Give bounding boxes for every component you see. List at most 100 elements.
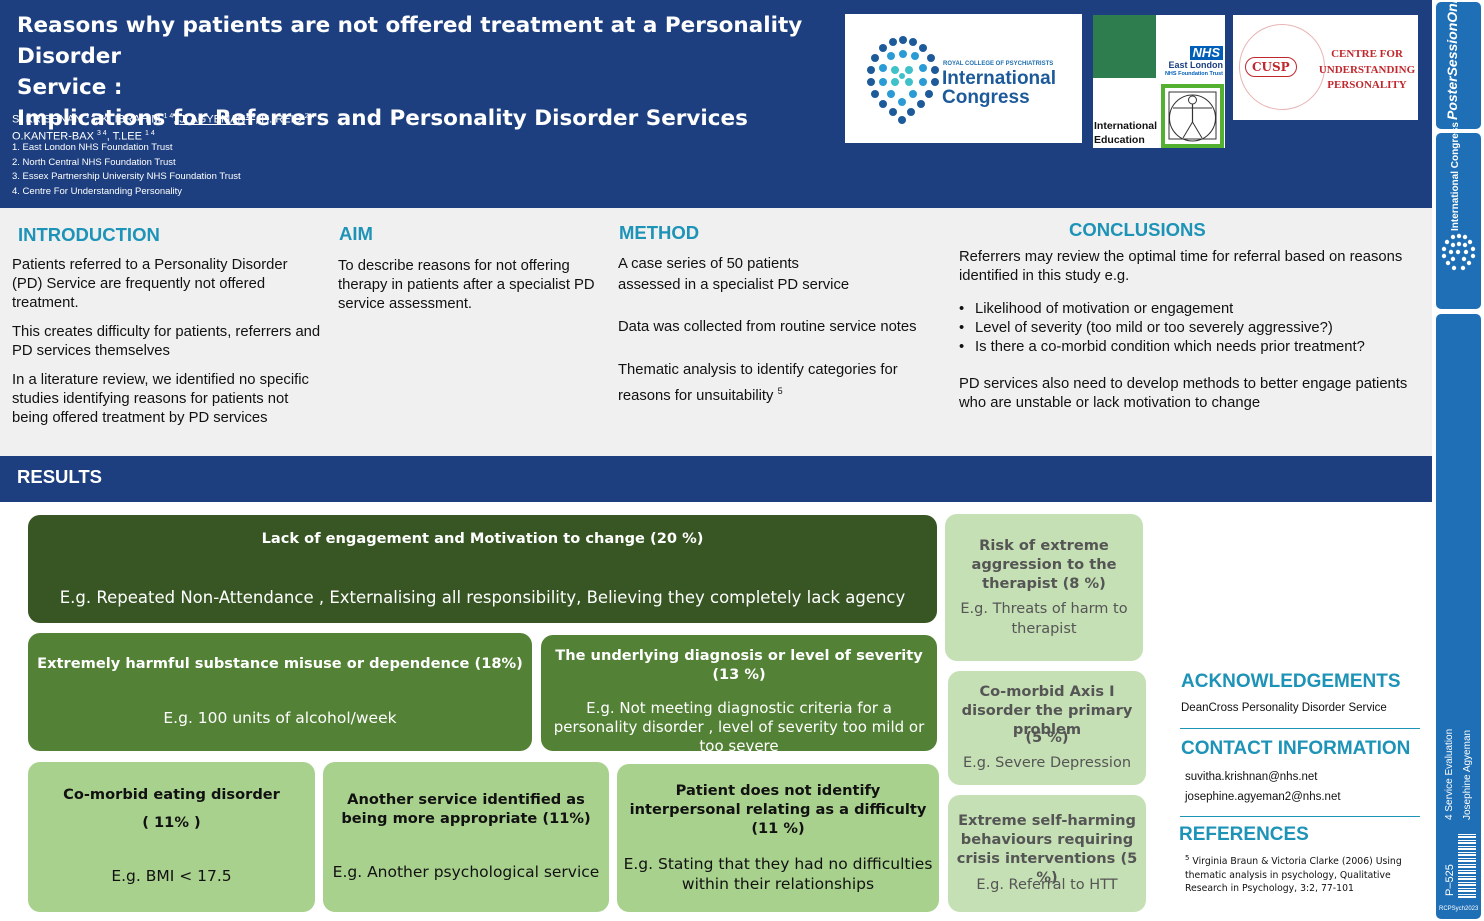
method-p3: Thematic analysis to identify categories…	[618, 362, 898, 404]
contact-heading: CONTACT INFORMATION	[1181, 738, 1411, 759]
cusp-abbr: CUSP	[1245, 57, 1297, 77]
result-box-another-service: Another service identified as being more…	[323, 762, 609, 912]
conclusions-heading: CONCLUSIONS	[1069, 219, 1206, 240]
result-example: E.g. Severe Depression	[962, 755, 1132, 771]
title-line-1: Reasons why patients are not offered tre…	[17, 13, 803, 69]
nhs-east-london-logo: NHS East London NHS Foundation Trust Int…	[1093, 15, 1225, 148]
author-kanter-bax: O.KANTER-BAX	[12, 130, 94, 143]
author-krishnan: S. KRISHNAN	[12, 113, 83, 126]
author-sup: 1 4	[163, 113, 174, 120]
reference-item: 5 Virginia Braun & Victoria Clarke (2006…	[1185, 852, 1415, 896]
cusp-full-name: CENTRE FOR UNDERSTANDING PERSONALITY	[1317, 47, 1417, 94]
result-title: Co-morbid Axis I disorder the primary pr…	[961, 683, 1133, 738]
affiliation-2: 2. North Central NHS Foundation Trust	[12, 156, 176, 168]
cusp-line-1: CENTRE FOR	[1331, 48, 1403, 60]
result-title: Patient does not identify interpersonal …	[629, 782, 927, 837]
result-box-interpersonal: Patient does not identify interpersonal …	[617, 764, 939, 912]
method-p1a: A case series of 50 patients	[618, 256, 799, 272]
affiliation-3: 3. Essex Partnership University NHS Foun…	[12, 171, 241, 183]
title-line-2: Service :	[17, 75, 123, 100]
reference-sup: 5	[1185, 854, 1190, 862]
aim-heading: AIM	[339, 223, 373, 244]
result-example: E.g. 100 units of alcohol/week	[163, 709, 397, 727]
method-p1b: assessed in a specialist PD service	[618, 277, 850, 293]
dotted-head-icon	[1441, 233, 1476, 271]
poster-header: Reasons why patients are not offered tre…	[0, 0, 1432, 208]
content-panel: INTRODUCTION Patients referred to a Pers…	[0, 208, 1432, 456]
author-reid: , H. REID	[255, 113, 302, 126]
ie-line-1: International	[1094, 120, 1158, 132]
nhs-trust-name: East London	[1168, 60, 1224, 70]
nhs-trust-subtitle: NHS Foundation Trust	[1164, 71, 1223, 77]
method-p2: Data was collected from routine service …	[618, 319, 917, 335]
brand-poster: Poster	[1444, 76, 1460, 120]
result-box-eating-disorder: Co-morbid eating disorder ( 11% ) E.g. B…	[28, 762, 315, 912]
contact-email-2[interactable]: josephine.agyeman2@nhs.net	[1185, 791, 1341, 803]
result-box-aggression: Risk of extreme aggression to the therap…	[945, 514, 1143, 661]
result-example: E.g. Not meeting diagnostic criteria for…	[553, 699, 925, 755]
author-sup: 1 4	[245, 113, 256, 120]
ie-line-2: Education	[1094, 134, 1145, 146]
congress-side-badge: International Congress	[1436, 122, 1481, 309]
title-line-3: Implications for Referrers and Personali…	[17, 106, 748, 131]
rcpsych-congress-logo: ROYAL COLLEGE OF PSYCHIATRISTS Internati…	[845, 14, 1082, 143]
result-box-substance: Extremely harmful substance misuse or de…	[28, 633, 532, 751]
authors: S. KRISHNAN 1 4, K. IBRAHIM 1 4, J. AGYE…	[12, 110, 372, 143]
dotted-head-icon	[867, 36, 939, 124]
result-title-percent: ( 11% )	[142, 814, 201, 831]
author-separator: ,	[173, 113, 180, 126]
result-example: E.g. Threats of harm to therapist	[960, 601, 1128, 637]
cusp-line-2: UNDERSTANDING	[1318, 63, 1416, 76]
poster-brand: PosterSessionOnline	[1444, 0, 1460, 120]
result-box-self-harm: Extreme self-harming behaviours requirin…	[948, 795, 1146, 912]
introduction-text: Patients referred to a Personality Disor…	[12, 256, 322, 438]
rcp-international: International	[942, 68, 1057, 89]
introduction-heading: INTRODUCTION	[18, 224, 160, 245]
author-ibrahim: , K. IBRAHIM	[95, 113, 161, 126]
author-agyeman: J. AGYEMAN	[179, 113, 246, 126]
barcode	[1458, 834, 1476, 898]
author-sup: 1 4	[145, 129, 155, 137]
side-congress-label: International Congress	[1450, 122, 1461, 231]
conclusions-bullet: Is there a co-morbid condition which nee…	[959, 338, 1419, 357]
result-title: Lack of engagement and Motivation to cha…	[261, 530, 704, 547]
result-example: E.g. Stating that they had no difficulti…	[623, 855, 933, 893]
result-title: Co-morbid eating disorder	[63, 786, 280, 803]
result-title: Extreme self-harming behaviours requirin…	[956, 812, 1138, 886]
international-education-text: International Education	[1094, 119, 1157, 147]
references-heading: REFERENCES	[1179, 824, 1309, 845]
brand-session-online: SessionOnline	[1444, 0, 1460, 77]
rcp-congress: Congress	[942, 87, 1030, 108]
result-title-percent: (5 %)	[1025, 729, 1069, 746]
conclusions-bullet: Level of severity (too mild or too sever…	[959, 319, 1419, 338]
section-divider	[1180, 728, 1420, 729]
author-sup: 3 4	[96, 129, 107, 137]
poster-info-side-panel: 4 Service Evaluation Josephine Agyeman P…	[1436, 314, 1481, 919]
author-sup: 2 4	[304, 113, 315, 120]
result-box-diagnosis: The underlying diagnosis or level of sev…	[541, 635, 937, 755]
affiliation-1: 1. East London NHS Foundation Trust	[12, 142, 173, 153]
author-separator: ,	[317, 113, 321, 126]
cusp-circle-icon	[1239, 24, 1325, 110]
result-example: E.g. Another psychological service	[332, 863, 600, 881]
contact-email-1[interactable]: suvitha.krishnan@nhs.net	[1185, 771, 1318, 783]
acknowledgements-text: DeanCross Personality Disorder Service	[1181, 702, 1387, 714]
section-divider	[1180, 816, 1420, 817]
side-code: RCPSych2023	[1439, 906, 1479, 912]
introduction-p1: Patients referred to a Personality Disor…	[12, 257, 288, 311]
method-heading: METHOD	[619, 222, 700, 243]
result-example: E.g. Repeated Non-Attendance , Externali…	[59, 588, 906, 607]
result-box-engagement: Lack of engagement and Motivation to cha…	[28, 515, 937, 623]
results-heading: RESULTS	[17, 466, 102, 487]
conclusions-bullet: Likelihood of motivation or engagement	[959, 300, 1419, 319]
cusp-line-3: PERSONALITY	[1327, 79, 1407, 91]
method-text: A case series of 50 patients assessed in…	[618, 254, 948, 407]
side-presenter: Josephine Agyeman	[1462, 729, 1473, 820]
author-sup: 1 4	[85, 113, 96, 120]
result-title: The underlying diagnosis or level of sev…	[555, 647, 923, 683]
acknowledgements-heading: ACKNOWLEDGEMENTS	[1181, 671, 1401, 692]
result-title: Risk of extreme aggression to the therap…	[971, 537, 1117, 592]
green-block	[1093, 15, 1156, 78]
affiliation-4: 4. Centre For Understanding Personality	[12, 185, 183, 197]
method-p3-sup: 5	[777, 386, 783, 396]
